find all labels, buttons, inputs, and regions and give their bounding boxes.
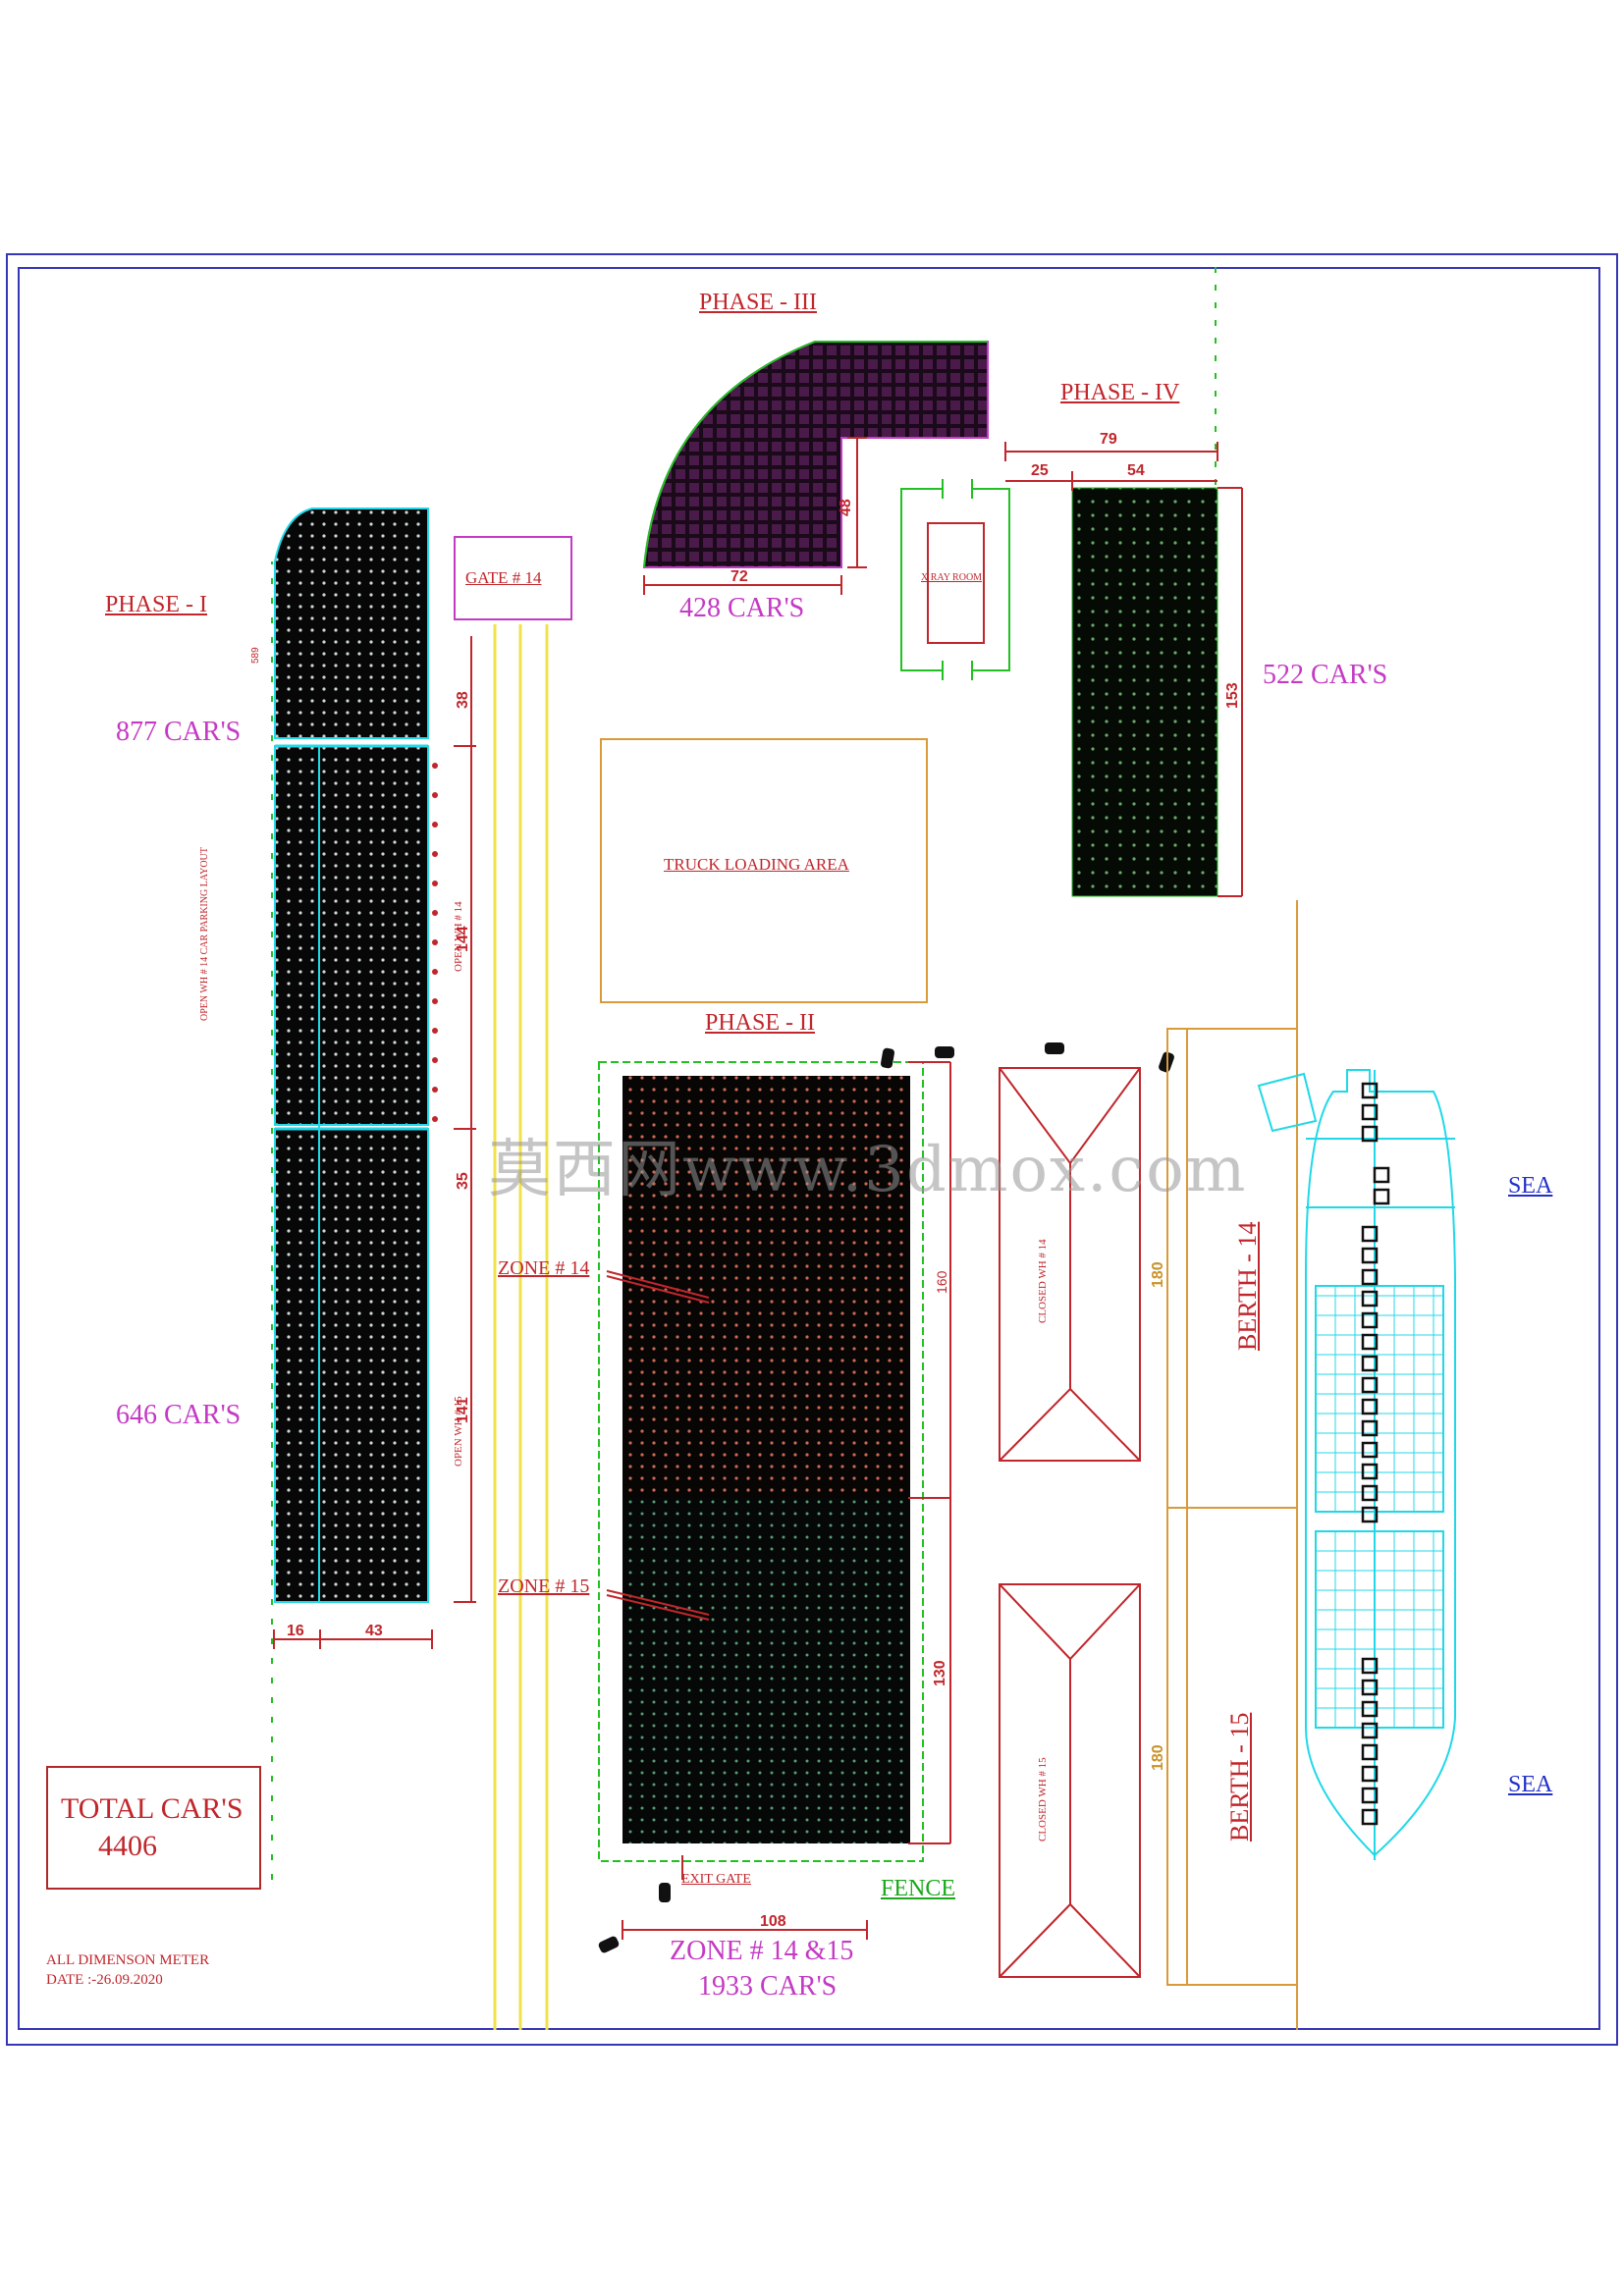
ship-cargo-boxes: [1361, 1082, 1390, 1826]
exit-gate-label: EXIT GATE: [681, 1872, 751, 1887]
watermark: 莫西网www.3dmox.com: [488, 1134, 1248, 1206]
truck-loading-box: [600, 738, 928, 1003]
phase1-side-markers: [432, 763, 438, 1122]
zone-combined-count: 1933 CAR'S: [698, 1971, 838, 2002]
total-cars-label: TOTAL CAR'S: [61, 1792, 243, 1825]
zone14-label: ZONE # 14: [498, 1257, 590, 1279]
xray-room-label: X RAY ROOM: [921, 572, 983, 583]
phase3-title: PHASE - III: [699, 290, 817, 315]
dim-180-berth14: 180: [1150, 1261, 1166, 1288]
dim-141: 141: [455, 1397, 471, 1423]
road-lines: [493, 624, 549, 2030]
sea-label-lower: SEA: [1508, 1772, 1553, 1797]
berth-outlines: [1166, 900, 1298, 2030]
closed-wh15-label: CLOSED WH # 15: [1037, 1757, 1049, 1842]
phase1-dims: [273, 636, 476, 1649]
date-note: DATE :-26.09.2020: [46, 1972, 163, 1988]
zone15-label: ZONE # 15: [498, 1575, 590, 1597]
berth15-label: BERTH - 15: [1225, 1712, 1254, 1842]
dim-72: 72: [730, 568, 748, 585]
ship: [1257, 1069, 1456, 1860]
xray-room-box: [927, 522, 985, 644]
phase2-title: PHASE - II: [705, 1010, 815, 1036]
phase1-parking: [274, 507, 429, 1603]
phase3-count: 428 CAR'S: [679, 593, 805, 623]
dim-130: 130: [932, 1660, 948, 1686]
dim-38: 38: [455, 691, 471, 709]
outer-border: [6, 253, 1618, 2046]
phase4-count: 522 CAR'S: [1263, 660, 1388, 690]
units-note: ALL DIMENSON METER: [46, 1952, 210, 1968]
phase2-parking: [598, 1061, 951, 1940]
dim-54: 54: [1127, 462, 1145, 479]
car-icons: [598, 1042, 1174, 1953]
xray-enclosure: [900, 479, 1010, 680]
total-cars-box: [46, 1766, 261, 1890]
fence-label: FENCE: [881, 1876, 956, 1901]
gate14-box: [454, 536, 572, 620]
dim-48: 48: [838, 499, 854, 516]
inner-border: [18, 267, 1600, 2030]
dim-35: 35: [455, 1172, 471, 1190]
phase3-parking: [642, 341, 989, 595]
closed-wh14-label: CLOSED WH # 14: [1037, 1239, 1049, 1323]
dim-43: 43: [365, 1623, 383, 1639]
layout-label: OPEN WH # 14 CAR PARKING LAYOUT: [199, 847, 210, 1021]
dim-108: 108: [760, 1913, 786, 1930]
zone-combined-label: ZONE # 14 &15: [670, 1936, 854, 1966]
dim-144: 144: [455, 926, 471, 952]
closed-warehouses: [999, 1067, 1141, 1978]
phase4-parking: [1004, 267, 1243, 897]
truck-loading-label: TRUCK LOADING AREA: [664, 855, 849, 874]
phase4-title: PHASE - IV: [1060, 380, 1180, 405]
total-cars-value: 4406: [98, 1830, 157, 1862]
phase1-title: PHASE - I: [105, 592, 208, 617]
dim-153: 153: [1224, 682, 1241, 709]
phase1-count-upper: 877 CAR'S: [116, 717, 242, 747]
dim-16: 16: [287, 1623, 304, 1639]
phase1-count-lower: 646 CAR'S: [116, 1400, 242, 1430]
dim-160: 160: [934, 1270, 949, 1294]
berth14-label: BERTH - 14: [1233, 1221, 1262, 1351]
dim-589: 589: [250, 647, 261, 664]
sea-label-upper: SEA: [1508, 1173, 1553, 1199]
dim-79: 79: [1100, 431, 1117, 448]
dim-180-berth15: 180: [1150, 1744, 1166, 1771]
dim-25: 25: [1031, 462, 1049, 479]
gate14-label: GATE # 14: [465, 568, 542, 587]
